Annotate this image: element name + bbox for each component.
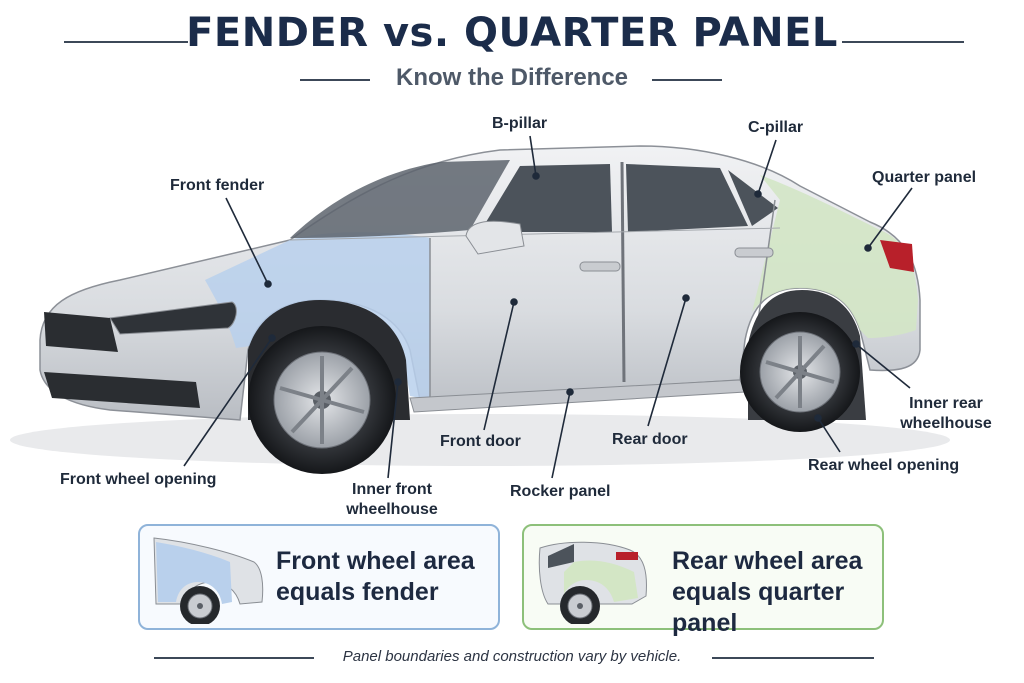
leader-front-wheel-opening <box>183 337 273 467</box>
leader-inner-rear-wheelhouse <box>855 343 911 389</box>
label-front-fender: Front fender <box>170 177 265 194</box>
footnote-rule-left <box>154 657 314 659</box>
front-wheel-card: Front wheel area equals fender <box>138 524 500 630</box>
title-rule-right <box>842 41 964 43</box>
label-quarter-panel: Quarter panel <box>872 169 977 186</box>
windshield <box>290 160 510 238</box>
front-fender-thumbnail <box>153 537 264 624</box>
label-front-door: Front door <box>440 433 521 450</box>
front-card-text: Front wheel area equals fender <box>276 547 475 606</box>
leader-front-fender <box>225 197 269 285</box>
title-rule-left <box>64 41 188 43</box>
label-rear-door: Rear door <box>612 431 688 448</box>
front-door-handle <box>579 261 621 272</box>
rear-window <box>626 164 748 232</box>
leader-rocker-panel <box>551 391 571 479</box>
label-b-pillar: B-pillar <box>492 115 548 132</box>
lower-intake <box>44 372 200 408</box>
rear-spoke <box>774 344 826 400</box>
page-subtitle: Know the Difference <box>395 64 629 91</box>
front-window <box>480 164 612 232</box>
rear-card-text: Rear wheel area equals quarter panel <box>672 547 863 637</box>
beltline <box>289 227 781 241</box>
subtitle-rule-left <box>300 79 370 81</box>
leader-front-door <box>483 301 515 431</box>
leader-rear-wheel-opening <box>817 417 841 453</box>
grille <box>44 312 118 352</box>
footnote-rule-right <box>712 657 874 659</box>
rear-wheel-card: Rear wheel area equals quarter panel <box>522 524 884 637</box>
leader-c-pillar <box>757 139 777 195</box>
leader-rear-door <box>647 297 687 427</box>
quarter-panel-thumbnail <box>538 541 647 624</box>
label-rocker-panel: Rocker panel <box>510 483 611 500</box>
leader-quarter-panel <box>867 187 913 249</box>
front-fender-highlight <box>205 232 430 400</box>
b-pillar-seam <box>620 161 626 383</box>
taillight <box>880 240 914 272</box>
front-spoke <box>290 366 354 434</box>
label-inner-rear-wheelhouse: Inner rear wheelhouse <box>900 395 992 432</box>
subtitle-rule-right <box>652 79 722 81</box>
footnote: Panel boundaries and construction vary b… <box>342 648 682 665</box>
label-front-wheel-opening: Front wheel opening <box>60 471 217 488</box>
quarter-window <box>728 170 778 226</box>
headlight <box>109 301 237 335</box>
ground-shadow <box>10 414 950 466</box>
side-mirror <box>465 220 525 255</box>
label-rear-wheel-opening: Rear wheel opening <box>808 457 960 474</box>
page-title: FENDER vs. QUARTER PANEL <box>186 10 838 56</box>
leader-b-pillar <box>529 135 537 177</box>
rear-door-handle <box>734 247 774 258</box>
label-c-pillar: C-pillar <box>748 119 804 136</box>
label-inner-front-wheelhouse: Inner front wheelhouse <box>346 481 438 518</box>
quarter-panel-highlight <box>752 175 918 338</box>
leader-inner-front-wheelhouse <box>387 381 399 479</box>
